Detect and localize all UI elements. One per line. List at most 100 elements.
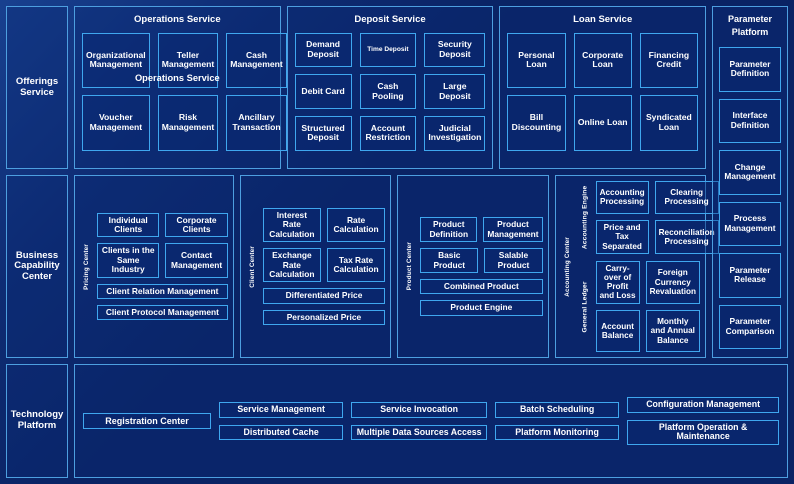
capability-box[interactable]: Time Deposit (359, 32, 417, 68)
capability-box[interactable]: Account Balance (595, 309, 640, 353)
group-product-center: Product Center Product Definition Produc… (397, 175, 549, 358)
capability-box[interactable]: Voucher Management (82, 95, 150, 151)
capability-full-row: Client Protocol Management (97, 305, 228, 321)
capability-box[interactable]: Combined Product (420, 278, 543, 295)
vertical-label-pricing-center: Pricing Center (82, 243, 90, 290)
pricing-center-body: Individual Clients Corporate Clients Cli… (97, 212, 228, 321)
group-client-center: Client Center Interest Rate Calculation … (239, 175, 392, 358)
capability-box[interactable]: Reconciliation Processing (654, 220, 719, 254)
capability-box[interactable]: Corporate Clients (165, 212, 228, 238)
capability-box[interactable]: Product Management (483, 217, 543, 243)
capability-box[interactable]: Personal Loan (507, 32, 566, 89)
capability-box[interactable]: Service Invocation (351, 401, 487, 418)
capability-box[interactable]: Personalized Price (262, 309, 386, 326)
capability-box[interactable]: Salable Product (484, 248, 543, 273)
subgroup-general-ledger: General Ledger Carry-over of Profit and … (578, 260, 700, 353)
group-title-loan-service: Loan Service (573, 14, 633, 25)
capability-box[interactable]: Clients in the Same Industry (97, 243, 160, 278)
capability-box[interactable]: Corporate Loan (573, 32, 632, 89)
capability-box[interactable]: Cash Pooling (359, 74, 417, 109)
technology-column: Batch Scheduling Platform Monitoring (494, 401, 620, 441)
capability-box[interactable]: Teller Management (157, 32, 219, 89)
parameter-platform-panel: Parameter Platform Parameter Definition … (712, 6, 788, 358)
capability-box[interactable]: Rate Calculation (326, 207, 386, 243)
capability-box[interactable]: Product Definition (420, 217, 478, 243)
grid-operations-service: Organizational Management Teller Managem… (82, 32, 287, 151)
capability-box[interactable]: Batch Scheduling (494, 401, 620, 418)
business-capability-center-row: Business Capability Center Pricing Cente… (6, 175, 719, 358)
capability-box[interactable]: Organizational Management (82, 32, 150, 89)
parameter-item[interactable]: Interface Definition (719, 98, 781, 144)
capability-pair-row: Interest Rate Calculation Rate Calculati… (262, 207, 386, 243)
technology-column: Service Invocation Multiple Data Sources… (351, 401, 487, 441)
capability-box[interactable]: Platform Monitoring (494, 424, 620, 441)
capability-box[interactable]: Multiple Data Sources Access (351, 424, 487, 441)
capability-box[interactable]: Large Deposit (424, 74, 486, 109)
capability-box[interactable]: Individual Clients (97, 212, 160, 238)
group-deposit-service: Deposit Service Demand Deposit Time Depo… (286, 6, 494, 169)
capability-box[interactable]: Online Loan (573, 95, 632, 151)
rail-label-technology-platform: Technology Platform (6, 364, 68, 478)
capability-full-row: Client Relation Management (97, 283, 228, 300)
grid-loan-service: Personal Loan Corporate Loan Financing C… (507, 32, 698, 151)
capability-box[interactable]: Client Protocol Management (97, 305, 228, 321)
group-operations-service: Operations Service Organizational Manage… (74, 6, 287, 169)
capability-box[interactable]: Demand Deposit (294, 32, 352, 68)
capability-pair-row: Clients in the Same Industry Contact Man… (97, 243, 228, 278)
capability-box[interactable]: Exchange Rate Calculation (262, 248, 321, 283)
capability-box[interactable]: Accounting Processing (595, 180, 649, 215)
capability-box[interactable]: Risk Management (157, 95, 219, 151)
capability-box[interactable]: Differentiated Price (262, 288, 386, 304)
vertical-label-product-center: Product Center (406, 242, 414, 291)
parameter-item[interactable]: Process Management (719, 201, 781, 247)
group-title-operations-service: Operations Service (134, 14, 221, 25)
capability-box[interactable]: Monthly and Annual Balance (645, 309, 700, 353)
capability-box[interactable]: Ancillary Transaction (226, 95, 287, 151)
capability-pair-row: Product Definition Product Management (420, 217, 543, 243)
capability-box[interactable]: Judicial Investigation (424, 115, 486, 151)
capability-box[interactable]: Distributed Cache (219, 424, 344, 441)
technology-column: Configuration Management Platform Operat… (627, 396, 779, 446)
capability-box[interactable]: Platform Operation & Maintenance (627, 419, 779, 446)
parameter-item[interactable]: Change Management (719, 150, 781, 195)
capability-box[interactable]: Client Relation Management (97, 283, 228, 300)
upper-left-columns: Offerings Service Operations Service Org… (6, 6, 719, 358)
capability-box[interactable]: Foreign Currency Revaluation (645, 260, 700, 304)
technology-column: Service Management Distributed Cache (219, 401, 344, 441)
upper-region: Offerings Service Operations Service Org… (6, 6, 788, 358)
rail-label-business-capability-center: Business Capability Center (6, 175, 68, 358)
capability-box[interactable]: Cash Management (226, 32, 287, 89)
offerings-service-row: Offerings Service Operations Service Org… (6, 6, 707, 169)
accounting-center-body: Accounting Engine Accounting Processing … (578, 180, 719, 353)
capability-box[interactable]: Product Engine (420, 300, 543, 316)
capability-box-registration-center[interactable]: Registration Center (83, 412, 211, 430)
technology-platform-panel: Registration Center Service Management D… (74, 364, 788, 478)
capability-box[interactable]: Syndicated Loan (639, 95, 698, 151)
capability-box[interactable]: Basic Product (420, 248, 479, 273)
capability-box[interactable]: Interest Rate Calculation (262, 207, 321, 243)
capability-box[interactable]: Contact Management (165, 243, 228, 278)
grid-accounting-engine: Accounting Processing Clearing Processin… (595, 180, 719, 254)
capability-box[interactable]: Security Deposit (424, 32, 486, 68)
parameter-item[interactable]: Parameter Release (719, 253, 781, 298)
capability-box[interactable]: Debit Card (294, 74, 352, 109)
capability-pair-row: Exchange Rate Calculation Tax Rate Calcu… (262, 248, 386, 283)
vertical-label-client-center: Client Center (248, 245, 256, 288)
subgroup-accounting-engine: Accounting Engine Accounting Processing … (578, 180, 719, 254)
vertical-label-accounting-center: Accounting Center (563, 236, 571, 297)
capability-box[interactable]: Carry-over of Profit and Loss (595, 260, 640, 304)
capability-box[interactable]: Configuration Management (627, 396, 779, 413)
capability-box[interactable]: Financing Credit (639, 32, 698, 89)
capability-box[interactable]: Account Restriction (359, 115, 417, 151)
vertical-label-general-ledger: General Ledger (580, 280, 588, 333)
business-capability-groups: Pricing Center Individual Clients Corpor… (74, 175, 719, 358)
capability-box[interactable]: Structured Deposit (294, 115, 352, 151)
capability-box[interactable]: Clearing Processing (654, 180, 719, 215)
capability-box[interactable]: Tax Rate Calculation (326, 248, 386, 283)
capability-box[interactable]: Service Management (219, 401, 344, 418)
capability-box[interactable]: Bill Discounting (507, 95, 566, 151)
capability-box[interactable]: Price and Tax Separated (595, 220, 649, 254)
parameter-item[interactable]: Parameter Definition (719, 47, 781, 92)
parameter-item[interactable]: Parameter Comparison (719, 304, 781, 349)
